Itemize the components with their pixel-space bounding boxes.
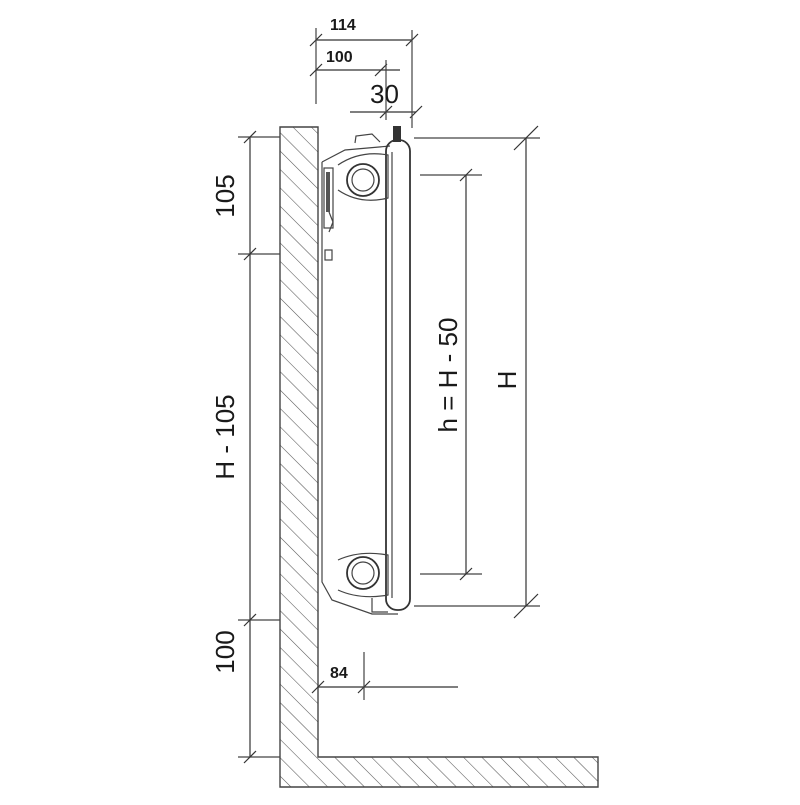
radiator xyxy=(321,126,411,615)
left-dimensions: 105 H - 105 100 xyxy=(210,130,280,764)
dim-84-label: 84 xyxy=(330,665,348,682)
left-tick-axis-top xyxy=(243,247,257,261)
height-tick-bottom xyxy=(513,593,539,619)
upper-connection-circle xyxy=(346,163,380,197)
upper-connection-inner xyxy=(351,168,375,192)
dim-114-label: 114 xyxy=(330,17,356,34)
bracket-stop xyxy=(324,249,333,261)
axis-tick-bottom xyxy=(459,567,473,581)
valve-offset-dimension: 84 xyxy=(311,652,458,700)
top-dimensions: 114 100 30 xyxy=(309,17,423,128)
dim-100-label: 100 xyxy=(326,49,353,66)
wall-hatching xyxy=(280,127,598,787)
height-tick-top xyxy=(513,125,539,151)
radiator-panel xyxy=(385,139,411,611)
wall-bracket xyxy=(323,167,334,229)
wall-bracket-fill xyxy=(326,172,330,212)
dim-100-bottom-label: 100 xyxy=(210,630,240,673)
axis-tick-top xyxy=(459,168,473,182)
left-tick-axis-bottom xyxy=(243,613,257,627)
wall-outline xyxy=(279,126,599,788)
dim-105-label: 105 xyxy=(210,174,240,217)
lower-header xyxy=(337,552,389,598)
dim-84-tick-left xyxy=(311,680,325,694)
bracket-clip xyxy=(328,211,334,233)
lower-connection-inner xyxy=(351,561,375,585)
lower-connection-circle xyxy=(346,556,380,590)
overall-height-label: H xyxy=(492,371,522,390)
left-tick-top xyxy=(243,130,257,144)
right-dimensions: h = H - 50 H xyxy=(414,125,540,619)
dim-30-label: 30 xyxy=(370,79,399,109)
radiator-rear-plate xyxy=(321,162,398,615)
wall xyxy=(279,126,599,788)
bottom-foot xyxy=(371,598,388,613)
air-vent-plug xyxy=(393,126,401,142)
left-tick-floor xyxy=(243,750,257,764)
dim-100-tick-left xyxy=(309,63,323,77)
dim-100-tick-right xyxy=(374,63,388,77)
top-fitting xyxy=(354,133,381,144)
radiator-top-plate xyxy=(321,145,391,163)
axis-distance-label: h = H - 50 xyxy=(433,318,463,433)
dim-h-105-label: H - 105 xyxy=(210,394,240,479)
upper-header xyxy=(337,153,389,201)
